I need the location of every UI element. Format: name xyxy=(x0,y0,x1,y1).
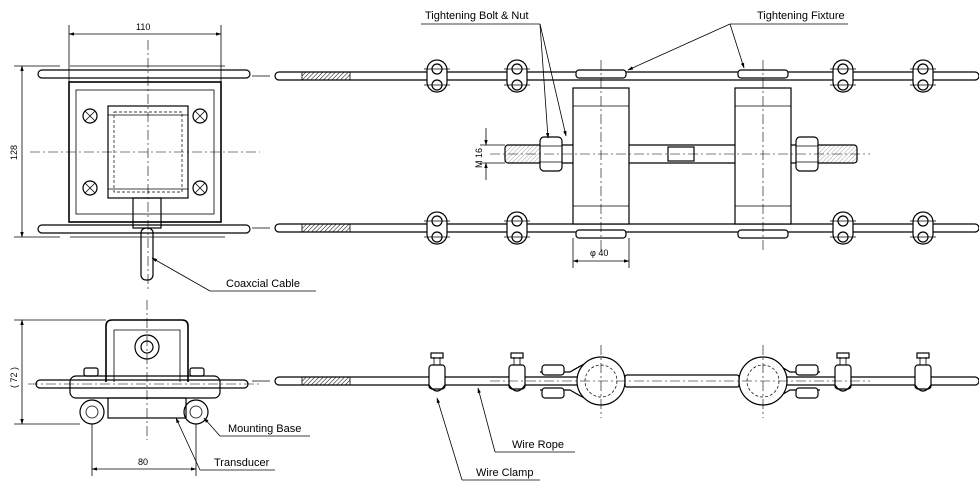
coaxial-cable xyxy=(140,227,154,281)
label-mounting-base: Mounting Base xyxy=(228,423,301,435)
dim-height-front: ( 72 ) xyxy=(9,367,19,388)
label-coaxial-cable: Coaxcial Cable xyxy=(226,278,300,290)
dim-height-left: 128 xyxy=(9,145,19,160)
dim-width-bottom: 80 xyxy=(138,457,148,467)
dim-thread: M 16 xyxy=(474,148,484,168)
cable-gland xyxy=(132,197,162,229)
tightening-nut-group xyxy=(539,136,819,172)
label-tightening-fixture: Tightening Fixture xyxy=(757,10,845,22)
dim-width-top: 110 xyxy=(136,22,150,32)
rope-front-view xyxy=(252,345,979,418)
mounting-base xyxy=(69,375,221,399)
callout-leaders xyxy=(151,23,848,481)
transducer-front-view: ( 72 ) 80 xyxy=(9,300,260,476)
label-wire-clamp: Wire Clamp xyxy=(476,467,533,479)
label-tightening-bolt-nut: Tightening Bolt & Nut xyxy=(425,10,529,22)
wire-rope-lower xyxy=(274,223,979,233)
wire-clamp-set-front xyxy=(428,352,932,392)
wire-clamp-set-plan xyxy=(424,59,936,245)
label-wire-rope: Wire Rope xyxy=(512,439,564,451)
dim-diameter: φ 40 xyxy=(590,248,608,258)
screw-group xyxy=(82,108,208,196)
rope-plan-view: M 16 φ 40 xyxy=(252,59,979,268)
transducer-plan-view: 110 128 xyxy=(9,22,260,290)
rope-rail-upper xyxy=(37,69,251,79)
wire-rope-upper xyxy=(274,71,979,81)
label-transducer: Transducer xyxy=(214,457,270,469)
rope-rail-lower xyxy=(37,224,251,234)
